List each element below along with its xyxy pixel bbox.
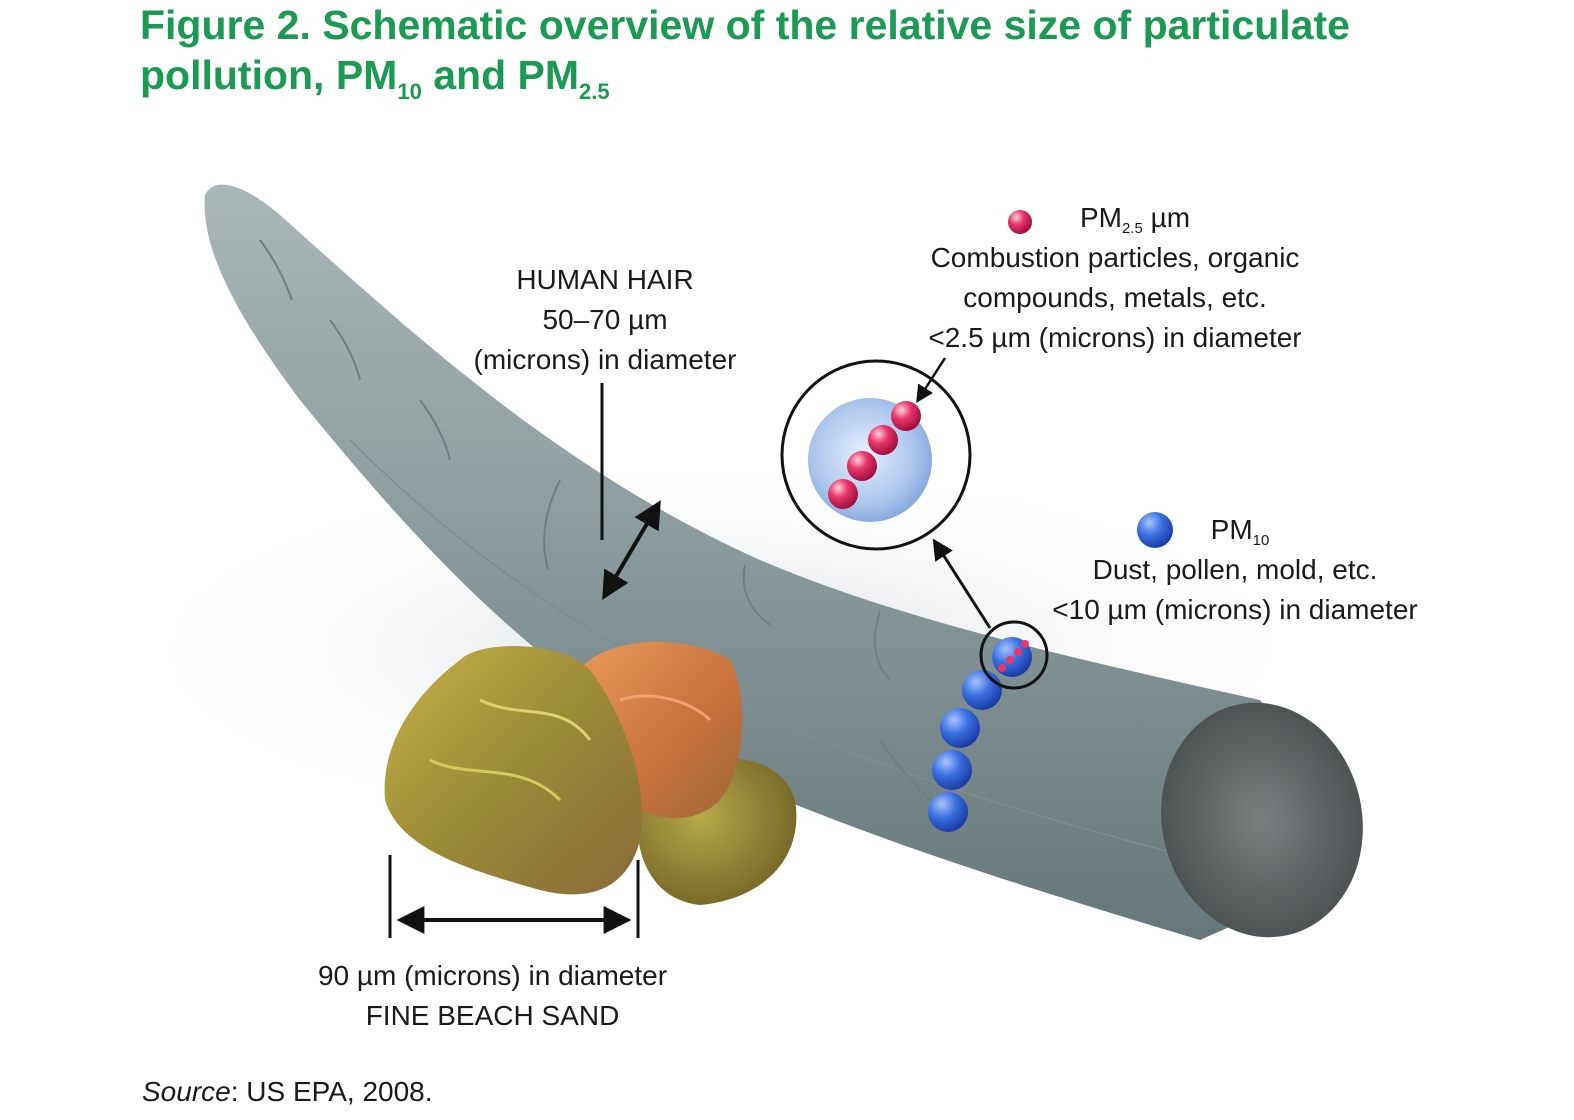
pm10-zoom-ring	[979, 620, 1049, 690]
pm10-label: PM10 Dust, pollen, mold, etc. <10 µm (mi…	[1030, 510, 1440, 630]
pm25-particle-chain	[828, 401, 921, 509]
pm10-description-2: <10 µm (microns) in diameter	[1052, 594, 1418, 625]
pm10-heading: PM10	[1210, 514, 1270, 549]
human-hair-unit: (microns) in diameter	[473, 344, 737, 375]
hair-cross-section	[1161, 702, 1363, 938]
pm25-description-1: Combustion particles, organic	[930, 242, 1300, 273]
sand-diameter-bracket	[388, 855, 640, 938]
pm25-label: PM2.5 µm Combustion particles, organic c…	[900, 198, 1330, 358]
source-caption: Source: US EPA, 2008.	[142, 1076, 433, 1107]
sand-size: 90 µm (microns) in diameter	[317, 960, 668, 991]
zoom-arrow	[932, 538, 992, 629]
beach-sand-grains	[384, 641, 797, 905]
pm25-pointer-arrow	[916, 357, 947, 403]
human-hair-strand	[204, 184, 1363, 940]
pm10-description-1: Dust, pollen, mold, etc.	[1092, 554, 1378, 585]
pm25-mini-chain	[998, 640, 1029, 672]
pm25-zoom-circle-outer	[780, 359, 972, 551]
pm25-legend-dot	[1008, 210, 1032, 234]
pm25-heading: PM2.5 µm	[1079, 202, 1191, 237]
pm25-description-2: compounds, metals, etc.	[963, 282, 1267, 313]
sand-label: 90 µm (microns) in diameter FINE BEACH S…	[290, 956, 695, 1036]
pm10-legend-dot	[1137, 512, 1173, 548]
human-hair-label: HUMAN HAIR 50–70 µm (microns) in diamete…	[440, 260, 770, 380]
hair-diameter-arrow	[602, 500, 661, 600]
human-hair-size: 50–70 µm	[542, 304, 668, 335]
sand-title: FINE BEACH SAND	[365, 1000, 620, 1031]
human-hair-title: HUMAN HAIR	[516, 264, 694, 295]
figure-title: Figure 2. Schematic overview of the rela…	[140, 2, 1350, 104]
pm25-description-3: <2.5 µm (microns) in diameter	[928, 322, 1302, 353]
